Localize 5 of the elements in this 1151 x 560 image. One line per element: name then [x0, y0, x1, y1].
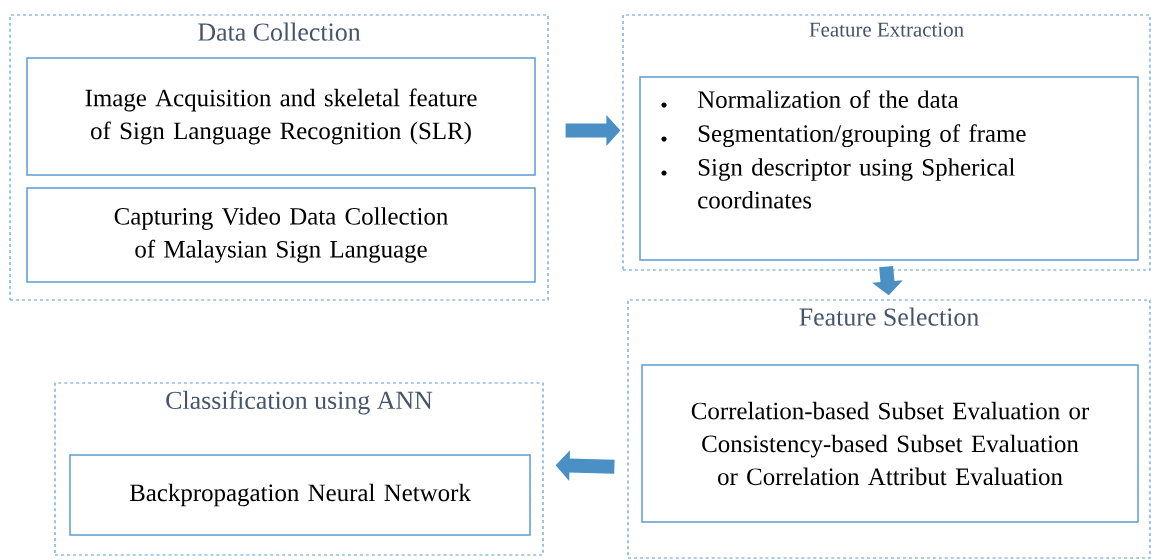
process-box: Image Acquisition and skeletal feature of Sign Language Recognition (SLR) [26, 57, 536, 176]
process-box: Correlation-based Subset Evaluation or Consistency-based Subset Evaluation or Correlation Attribut Evaluation [641, 364, 1139, 523]
process-box: Backpropagation Neural Network [69, 454, 531, 536]
process-box: Capturing Video Data Collection of Malaysian Sign Language [26, 187, 536, 283]
process-box: Normalization of the data Segmentation/grouping of frame Sign descriptor using Spherical coordinates [639, 76, 1139, 261]
